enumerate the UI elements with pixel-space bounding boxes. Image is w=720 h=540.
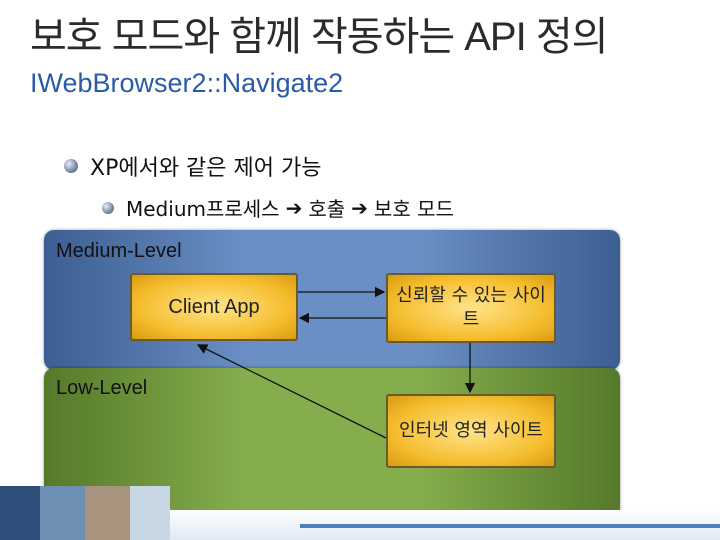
bullet-dot-icon	[102, 201, 114, 214]
medium-level-label: Medium-Level	[56, 240, 182, 262]
bullet-dot-icon	[64, 159, 78, 173]
footer-stripe	[300, 524, 720, 528]
low-level-label: Low-Level	[56, 377, 148, 399]
trusted-site-box: 신뢰할 수 있는 사이트	[386, 273, 556, 343]
bullet-level1-text: XP에서와 같은 제어 가능	[90, 156, 322, 181]
bullet-level2-part3: 보호 모드	[373, 197, 454, 221]
client-app-label: Client App	[168, 295, 260, 318]
decorative-photo	[0, 486, 170, 540]
bullet-level2-part1: Medium프로세스	[126, 197, 280, 221]
bullet-level2: Medium프로세스 ➔ 호출 ➔ 보호 모드	[102, 193, 454, 222]
client-app-box: Client App	[130, 273, 298, 341]
right-arrow-icon: ➔	[285, 195, 303, 220]
bullet-level1: XP에서와 같은 제어 가능	[64, 150, 321, 182]
internet-site-label: 인터넷 영역 사이트	[399, 420, 543, 441]
slide-subtitle: IWebBrowser2::Navigate2	[30, 68, 344, 98]
trusted-site-label: 신뢰할 수 있는 사이트	[396, 285, 546, 330]
internet-site-box: 인터넷 영역 사이트	[386, 394, 556, 468]
right-arrow-icon: ➔	[351, 195, 368, 220]
bullet-level2-part2: 호출	[308, 197, 346, 221]
slide-title: 보호 모드와 함께 작동하는 API 정의	[30, 15, 608, 59]
